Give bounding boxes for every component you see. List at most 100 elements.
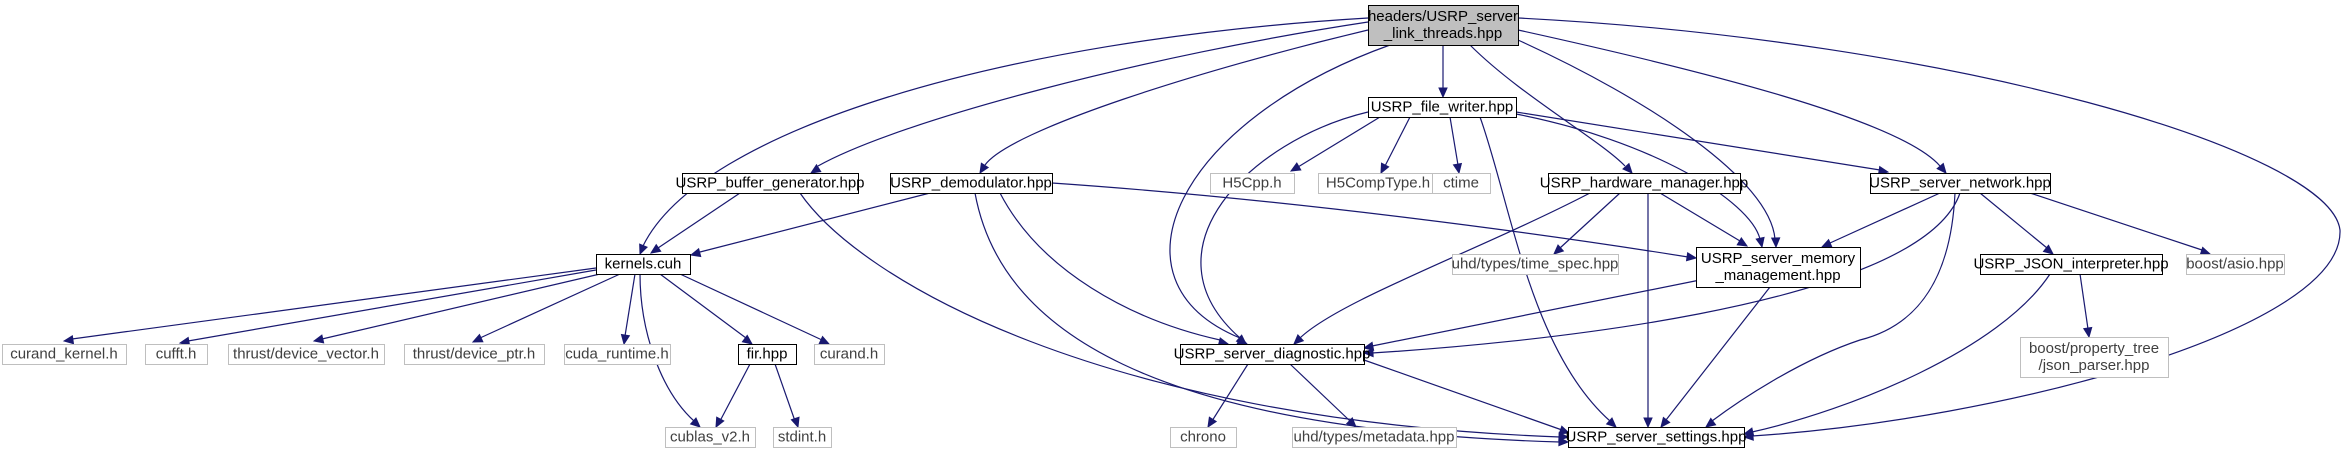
edge-line bbox=[774, 363, 796, 422]
edge-line bbox=[1449, 116, 1459, 166]
node-box bbox=[814, 344, 885, 365]
edge-kernels-to-cuda_runtime bbox=[620, 273, 636, 346]
edge-arrowhead bbox=[689, 417, 701, 428]
edge-root-to-buffer_generator bbox=[809, 21, 1369, 174]
node-label: stdint.h bbox=[778, 429, 826, 446]
edge-root-to-hardware_manager bbox=[1469, 44, 1633, 174]
node-cuda-runtime: cuda_runtime.h bbox=[564, 344, 671, 365]
node-memory-management[interactable]: USRP_server_memory_management.hpp bbox=[1696, 247, 1861, 288]
edge-arrowhead bbox=[1293, 334, 1305, 345]
node-cublas: cublas_v2.h bbox=[665, 427, 756, 448]
node-box bbox=[2020, 337, 2169, 378]
edge-arrowhead bbox=[1705, 417, 1717, 428]
node-server-network[interactable]: USRP_server_network.hpp bbox=[1869, 173, 2051, 194]
edge-file_writer-to-server_diagnostic bbox=[1200, 111, 1369, 345]
edge-arrowhead bbox=[715, 416, 725, 429]
edge-line bbox=[187, 269, 597, 342]
edge-server_network-to-json_interpreter bbox=[1979, 192, 2054, 255]
edge-arrowhead bbox=[818, 335, 831, 345]
edge-arrowhead bbox=[312, 334, 325, 344]
edge-buffer_generator-to-server_settings bbox=[799, 192, 1570, 442]
edge-memory_management-to-server_settings bbox=[1660, 286, 1771, 428]
node-metadata: uhd/types/metadata.hpp bbox=[1292, 427, 1457, 448]
edge-arrowhead bbox=[62, 334, 75, 345]
node-root[interactable]: headers/USRP_server_link_threads.hpp bbox=[1368, 5, 1519, 46]
node-label: USRP_buffer_generator.hpp bbox=[675, 175, 864, 192]
node-label: USRP_server_network.hpp bbox=[1869, 175, 2051, 192]
node-box bbox=[1568, 427, 1745, 448]
node-label: thrust/device_ptr.h bbox=[413, 346, 536, 363]
node-file-writer[interactable]: USRP_file_writer.hpp bbox=[1368, 97, 1517, 118]
edge-fir-to-cublas bbox=[715, 363, 751, 429]
node-label: fir.hpp bbox=[747, 346, 788, 363]
edge-json_interpreter-to-server_settings bbox=[1742, 273, 2051, 437]
node-fir[interactable]: fir.hpp bbox=[738, 344, 797, 365]
edge-demodulator-to-kernels bbox=[689, 192, 931, 258]
edge-line bbox=[71, 267, 597, 340]
edge-line bbox=[999, 192, 1221, 341]
node-label: cufft.h bbox=[156, 346, 197, 363]
node-server-settings[interactable]: USRP_server_settings.hpp bbox=[1566, 427, 1747, 448]
node-box bbox=[890, 173, 1053, 194]
node-h5comptype: H5CompType.h bbox=[1318, 173, 1439, 194]
nodes-layer: headers/USRP_server_link_threads.hppUSRP… bbox=[2, 5, 2285, 448]
node-box bbox=[665, 427, 756, 448]
edge-arrowhead bbox=[2042, 244, 2054, 255]
edges-layer bbox=[62, 17, 2341, 447]
edge-arrowhead bbox=[1452, 162, 1463, 175]
node-time-spec: uhd/types/time_spec.hpp bbox=[1452, 254, 1619, 275]
edge-line bbox=[2079, 273, 2089, 330]
edge-root-to-server_settings bbox=[1517, 17, 2341, 441]
node-json-interpreter[interactable]: USRP_JSON_interpreter.hpp bbox=[1973, 254, 2169, 275]
edge-demodulator-to-memory_management bbox=[1051, 182, 1698, 262]
edge-arrowhead bbox=[1685, 251, 1698, 262]
node-kernels[interactable]: kernels.cuh bbox=[596, 254, 691, 275]
edge-line bbox=[1469, 44, 1626, 167]
edge-arrowhead bbox=[1207, 416, 1218, 429]
node-box bbox=[1452, 254, 1619, 275]
edge-arrowhead bbox=[1289, 162, 1302, 172]
node-device-ptr: thrust/device_ptr.h bbox=[404, 344, 545, 365]
edge-line bbox=[1169, 44, 1391, 339]
node-box bbox=[682, 173, 859, 194]
edge-line bbox=[624, 273, 636, 337]
edge-file_writer-to-h5comptype bbox=[1380, 116, 1411, 175]
node-label: USRP_server_memory bbox=[1701, 250, 1856, 267]
edge-root-to-demodulator bbox=[979, 29, 1369, 175]
node-server-diagnostic[interactable]: USRP_server_diagnostic.hpp bbox=[1174, 344, 1371, 365]
node-stdint: stdint.h bbox=[773, 427, 832, 448]
node-label: cublas_v2.h bbox=[670, 429, 750, 446]
edge-server_network-to-server_settings bbox=[1705, 192, 1956, 428]
edge-buffer_generator-to-kernels bbox=[649, 192, 741, 254]
node-box bbox=[145, 344, 208, 365]
edge-line bbox=[1559, 192, 1621, 249]
edge-kernels-to-curand_kernel bbox=[62, 267, 597, 345]
edge-line bbox=[1829, 192, 1941, 244]
node-label: kernels.cuh bbox=[605, 256, 682, 273]
node-label: _management.hpp bbox=[1714, 267, 1840, 284]
node-box bbox=[738, 344, 797, 365]
edge-line bbox=[679, 273, 823, 341]
edge-memory_management-to-server_diagnostic bbox=[1362, 279, 1701, 351]
node-hardware-manager[interactable]: USRP_hardware_manager.hpp bbox=[1540, 173, 1748, 194]
edge-root-to-server_network bbox=[1517, 29, 1947, 174]
edge-arrowhead bbox=[1345, 416, 1357, 428]
edge-line bbox=[1051, 182, 1689, 258]
node-label: _link_threads.hpp bbox=[1383, 25, 1502, 42]
node-box bbox=[1696, 247, 1861, 288]
edge-server_diagnostic-to-chrono bbox=[1207, 363, 1249, 429]
edge-hardware_manager-to-server_settings bbox=[1643, 193, 1653, 429]
edge-file_writer-to-h5cpp bbox=[1289, 116, 1381, 172]
edge-line bbox=[1517, 17, 2341, 437]
node-label: ctime bbox=[1443, 175, 1479, 192]
edge-line bbox=[1363, 359, 1563, 431]
edge-line bbox=[1711, 192, 1956, 422]
node-box bbox=[1180, 344, 1365, 365]
node-label: USRP_server_diagnostic.hpp bbox=[1174, 346, 1371, 363]
node-demodulator[interactable]: USRP_demodulator.hpp bbox=[890, 173, 1053, 194]
edge-line bbox=[1751, 273, 2051, 433]
node-buffer-generator[interactable]: USRP_buffer_generator.hpp bbox=[675, 173, 865, 194]
node-curand-kernel: curand_kernel.h bbox=[2, 344, 127, 365]
edge-arrowhead bbox=[649, 243, 662, 254]
node-box bbox=[564, 344, 671, 365]
